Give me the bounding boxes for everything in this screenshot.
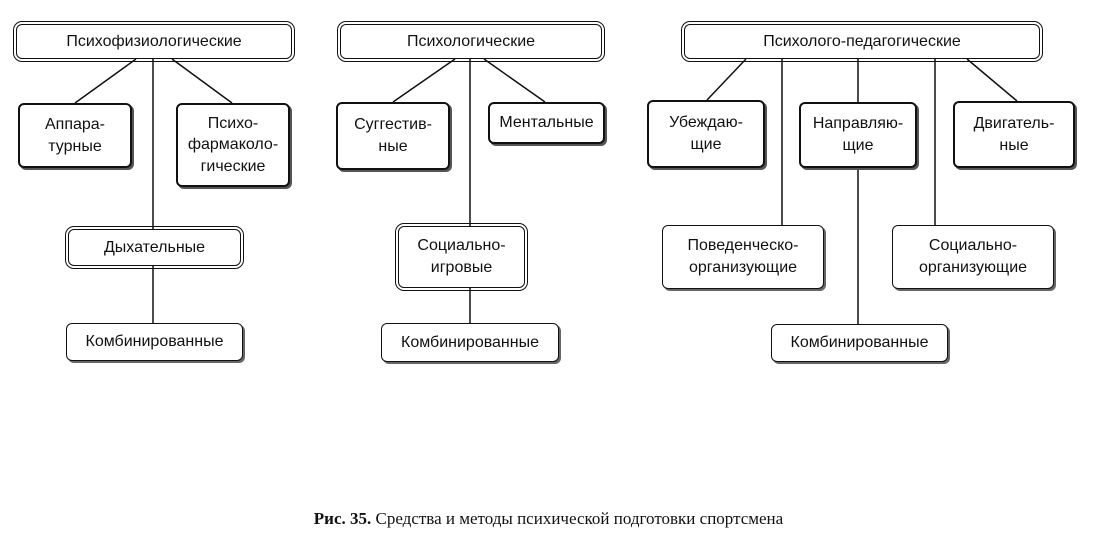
- figure-caption-label: Рис. 35.: [313, 509, 372, 528]
- node-breathing: Дыхательные: [65, 226, 244, 269]
- node-psychophysiological: Психофизиологические: [13, 21, 295, 62]
- figure-caption-text: Средства и методы психической подготовки…: [375, 509, 784, 528]
- node-psychological: Психологические: [337, 21, 605, 62]
- figure-caption: Рис. 35. Средства и методы психической п…: [0, 509, 1097, 529]
- connector: [706, 58, 747, 101]
- node-social-game: Социально- игровые: [395, 223, 528, 291]
- node-apparatus: Аппара- турные: [18, 103, 132, 168]
- connector: [966, 58, 1018, 102]
- node-directive: Направляю- щие: [799, 102, 917, 168]
- node-mental: Ментальные: [488, 102, 605, 144]
- connector: [171, 58, 233, 104]
- node-combined-2: Комбинированные: [381, 323, 559, 362]
- node-motor: Двигатель- ные: [953, 101, 1075, 168]
- connector: [74, 58, 137, 104]
- node-psychopharmacological: Психо- фармаколо- гические: [176, 103, 290, 187]
- connector: [392, 58, 456, 103]
- node-suggestive: Суггестив- ные: [336, 102, 450, 170]
- connector: [483, 58, 546, 103]
- node-combined-3: Комбинированные: [771, 324, 948, 362]
- node-behavior-organizing: Поведенческо- организующие: [662, 225, 824, 289]
- node-persuasive: Убеждаю- щие: [647, 100, 765, 168]
- node-social-organizing: Социально- организующие: [892, 225, 1054, 289]
- node-psychopedagogical: Психолого-педагогические: [681, 21, 1043, 62]
- node-combined-1: Комбинированные: [66, 323, 243, 361]
